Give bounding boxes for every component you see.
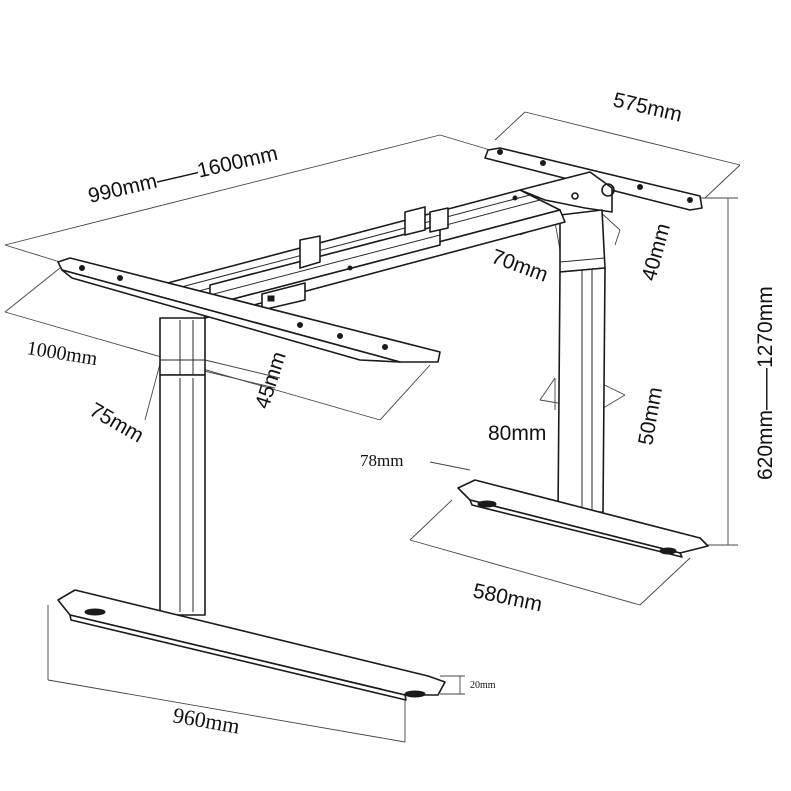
dimension-labels: 990mm——1600mm 575mm 1000mm 620mm——1270mm… — [25, 88, 777, 738]
label-column-50: 50mm — [634, 385, 667, 446]
label-foot-20: 20mm — [470, 680, 496, 691]
label-column-45: 45mm — [251, 349, 291, 412]
label-depth-top: 575mm — [611, 88, 684, 126]
label-frame-width: 990mm——1600mm — [86, 142, 280, 208]
left-foot — [57, 589, 446, 701]
label-foot-78: 78mm — [360, 451, 403, 470]
label-height: 620mm——1270mm — [754, 286, 777, 480]
label-beam-70: 70mm — [488, 245, 551, 287]
left-top-bracket — [57, 257, 441, 363]
right-leg-column — [557, 209, 606, 515]
label-column-75: 75mm — [86, 398, 148, 447]
right-foot — [457, 479, 709, 558]
label-column-80: 80mm — [488, 422, 546, 445]
label-beam-40: 40mm — [638, 221, 675, 283]
label-foot-960: 960mm — [171, 702, 242, 738]
left-leg-column — [159, 317, 206, 616]
label-foot-580: 580mm — [471, 579, 544, 616]
longitudinal-beams — [159, 189, 566, 319]
rear-crossbar — [484, 147, 703, 213]
label-depth-side: 1000mm — [25, 337, 99, 370]
